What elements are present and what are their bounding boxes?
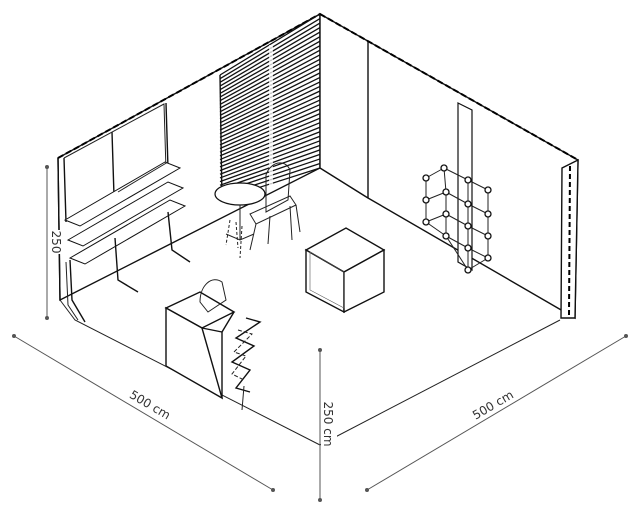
wall-shelves — [63, 161, 191, 323]
shelf-node — [484, 210, 492, 218]
floor-outline — [59, 299, 561, 446]
shelf-node — [484, 254, 492, 262]
shelf-rod — [445, 213, 469, 227]
shelf-node — [484, 186, 492, 194]
shelf-rod — [467, 257, 489, 271]
shelf-rod — [443, 167, 447, 193]
shelf-node — [464, 176, 472, 184]
shelf-rod — [467, 225, 489, 237]
shelf-rod — [467, 247, 489, 259]
shelf-rod — [467, 179, 489, 191]
front-height-label: 250 cm — [321, 401, 335, 446]
desk-chair — [199, 279, 227, 313]
cube-plinth — [304, 227, 386, 314]
shelf-node — [464, 222, 472, 230]
shelf-rod — [445, 235, 469, 271]
right-wall — [319, 12, 579, 320]
shelf-node — [440, 164, 448, 172]
shelf-node — [464, 266, 472, 274]
shelf-node — [422, 196, 430, 204]
dimension-lines — [12, 165, 628, 502]
round-table — [214, 182, 266, 241]
shelf-rod — [425, 221, 447, 237]
shelf-rod — [467, 203, 489, 215]
shelf-node — [422, 218, 430, 226]
chair-left — [225, 219, 243, 259]
counter-desk — [164, 291, 236, 400]
shelf-rod — [443, 167, 469, 181]
shelf-node — [464, 200, 472, 208]
shelf-node — [442, 188, 450, 196]
zigzag-stand — [230, 317, 262, 411]
shelf-rod — [445, 235, 469, 249]
shelf-node — [422, 174, 430, 182]
shelf-node — [442, 210, 450, 218]
side-height-label: 250 — [49, 231, 63, 254]
shelf-node — [464, 244, 472, 252]
shelf-node — [484, 232, 492, 240]
shelf-rod — [445, 191, 469, 205]
cube-shelving — [422, 164, 492, 274]
chair-back — [249, 162, 301, 251]
shelf-node — [442, 232, 450, 240]
